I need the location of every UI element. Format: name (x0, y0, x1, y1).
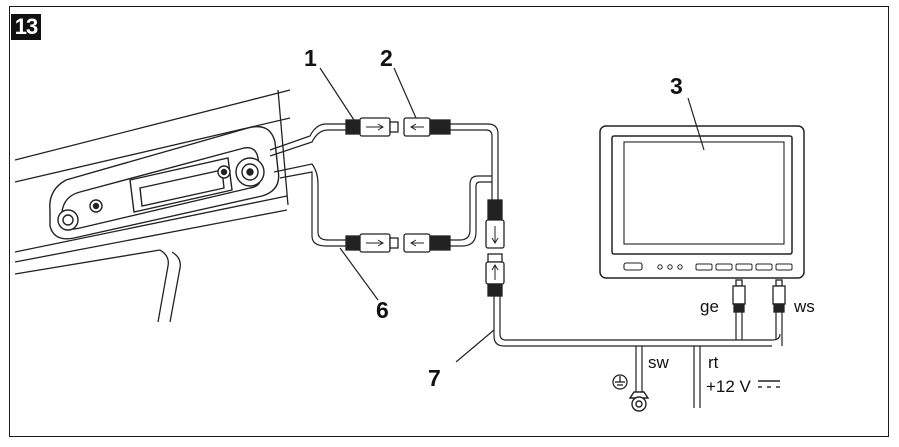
connector-1-male-upper (345, 117, 399, 137)
connector-female-lower (403, 233, 451, 253)
wire-label-sw: sw (648, 353, 670, 372)
monitor (599, 125, 805, 279)
wire-label-voltage: +12 V (706, 377, 752, 396)
leader-lines (319, 67, 705, 363)
connector-male-lower (345, 233, 399, 253)
ground-symbol-icon (612, 374, 628, 390)
figure-number-badge: 13 (11, 14, 41, 40)
callout-1: 1 (304, 45, 317, 71)
figure-frame (9, 6, 889, 437)
rca-plug-ws (772, 279, 786, 313)
connector-trunk-male (485, 253, 505, 297)
wire-label-rt: rt (708, 353, 719, 372)
wire-label-ge: ge (700, 297, 719, 316)
dc-symbol-icon (758, 380, 780, 388)
rca-plug-ge (732, 279, 746, 313)
callout-3: 3 (670, 73, 683, 99)
callout-7: 7 (428, 365, 441, 391)
callout-6: 6 (376, 297, 389, 323)
connector-2-female-upper (403, 117, 451, 137)
wire-label-ws: ws (793, 297, 815, 316)
ground-ring-terminal (628, 391, 650, 412)
callout-2: 2 (380, 45, 393, 71)
camera-housing (49, 125, 280, 240)
connector-trunk-female (485, 199, 505, 249)
vehicle-body (14, 89, 291, 323)
cables (269, 123, 783, 408)
